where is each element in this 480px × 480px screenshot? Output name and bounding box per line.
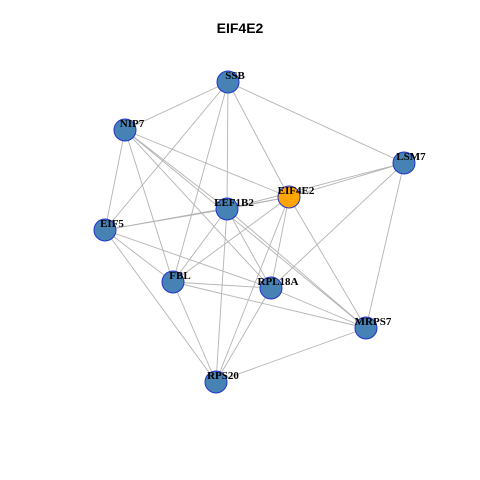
node-label-eif5: EIF5 xyxy=(100,218,124,230)
edge-nip7-rpl18a xyxy=(124,129,272,289)
edge-mrps7-rps20 xyxy=(215,327,367,383)
node-rps20 xyxy=(204,370,228,394)
node-label-rpl18a: RPL18A xyxy=(258,276,299,288)
edge-eef1b2-mrps7 xyxy=(226,208,367,329)
edge-nip7-fbl xyxy=(124,129,174,283)
edge-eef1b2-rpl18a xyxy=(226,208,272,289)
node-label-rps20: RPS20 xyxy=(207,370,239,382)
edge-ssb-lsm7 xyxy=(227,81,405,164)
node-fbl xyxy=(161,270,185,294)
node-label-eif4e2: EIF4E2 xyxy=(278,185,315,197)
node-rpl18a xyxy=(259,276,283,300)
edge-ssb-eif5 xyxy=(104,81,229,231)
edge-ssb-eif4e2 xyxy=(227,81,290,198)
node-eif4e2 xyxy=(277,185,301,209)
edge-eef1b2-eif5 xyxy=(104,208,228,231)
chart-title: EIF4E2 xyxy=(216,20,264,36)
node-eef1b2 xyxy=(215,197,239,221)
edge-ssb-nip7 xyxy=(124,81,229,131)
edge-nip7-eif5 xyxy=(104,129,126,231)
edge-eif4e2-rpl18a xyxy=(270,196,290,289)
edge-rpl18a-mrps7 xyxy=(270,287,367,329)
node-label-nip7: NIP7 xyxy=(120,118,145,130)
edge-layer xyxy=(104,81,405,383)
node-lsm7 xyxy=(392,151,416,175)
edge-eif4e2-mrps7 xyxy=(288,196,367,329)
edge-fbl-mrps7 xyxy=(172,281,367,329)
edge-eif4e2-rps20 xyxy=(215,196,290,383)
node-label-ssb: SSB xyxy=(225,70,245,82)
node-label-fbl: FBL xyxy=(169,270,190,282)
edge-eef1b2-fbl xyxy=(172,208,228,283)
node-mrps7 xyxy=(354,316,378,340)
edge-eef1b2-rps20 xyxy=(215,208,228,383)
edge-lsm7-eif4e2 xyxy=(288,162,405,198)
node-nip7 xyxy=(113,118,137,142)
node-ssb xyxy=(216,70,240,94)
node-eif5 xyxy=(93,218,117,242)
edge-ssb-fbl xyxy=(172,81,229,283)
edge-nip7-eif4e2 xyxy=(124,129,290,198)
node-layer xyxy=(93,70,416,394)
node-label-lsm7: LSM7 xyxy=(396,151,426,163)
edge-eif4e2-fbl xyxy=(172,196,290,283)
edge-eif5-rpl18a xyxy=(104,229,272,289)
node-label-eef1b2: EEF1B2 xyxy=(214,197,254,209)
edge-lsm7-rpl18a xyxy=(270,162,405,289)
edge-fbl-rpl18a xyxy=(172,281,272,289)
edge-eif5-fbl xyxy=(104,229,174,283)
edge-eif5-rps20 xyxy=(104,229,217,383)
edge-lsm7-eef1b2 xyxy=(226,162,405,210)
node-label-mrps7: MRPS7 xyxy=(355,316,392,328)
edge-rpl18a-rps20 xyxy=(215,287,272,383)
edge-fbl-rps20 xyxy=(172,281,217,383)
edge-lsm7-mrps7 xyxy=(365,162,405,329)
edge-nip7-eef1b2 xyxy=(124,129,228,210)
edge-ssb-eef1b2 xyxy=(226,81,229,210)
